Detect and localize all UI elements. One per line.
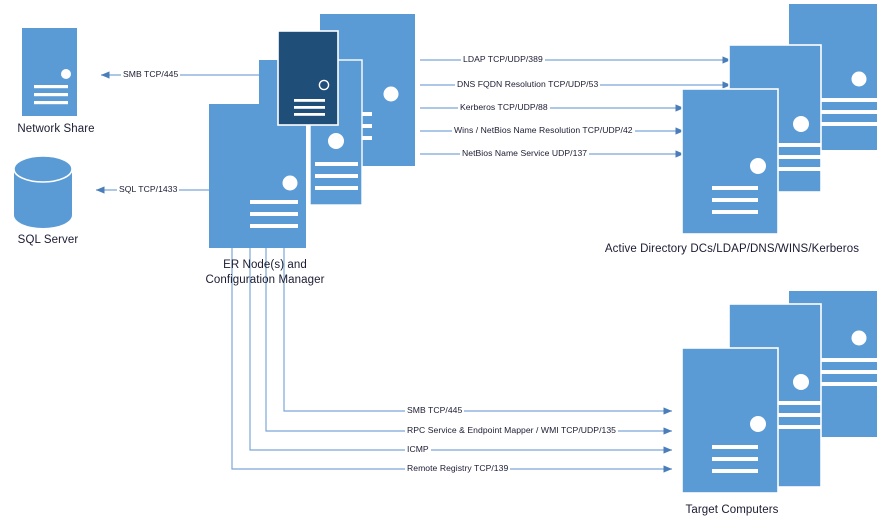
- node-label-target-computers: Target Computers: [685, 504, 779, 516]
- server-vent-bar: [712, 457, 758, 461]
- database-cylinder-top: [13, 155, 73, 183]
- link-label-wins-netbios: Wins / NetBios Name Resolution TCP/UDP/4…: [452, 125, 635, 136]
- server-vent-bar: [315, 174, 358, 178]
- node-label-network-share: Network Share: [17, 123, 95, 135]
- server-vent-bar: [778, 425, 821, 429]
- server-vent-bar: [34, 101, 68, 105]
- server-vent-bar: [712, 198, 758, 202]
- node-er-nodes[interactable]: [209, 14, 415, 248]
- server-vent-bar: [34, 85, 68, 89]
- server-vent-bar: [250, 200, 298, 204]
- server-vent-bar: [712, 186, 758, 190]
- server-vent-bar: [294, 99, 325, 102]
- link-label-smb-target: SMB TCP/445: [405, 405, 465, 416]
- server-led-icon: [328, 133, 344, 149]
- node-label-er-nodes-line1: ER Node(s) and: [223, 259, 307, 271]
- link-label-dns-fqdn: DNS FQDN Resolution TCP/UDP/53: [455, 79, 601, 90]
- server-vent-bar: [809, 122, 877, 126]
- link-label-ldap: LDAP TCP/UDP/389: [461, 54, 545, 65]
- server-led-icon: [851, 71, 867, 87]
- server-vent-bar: [250, 212, 298, 216]
- link-label-sql-1433: SQL TCP/1433: [117, 184, 180, 195]
- server-vent-bar: [809, 370, 877, 374]
- node-label-er-nodes-line2: Configuration Manager: [205, 274, 325, 286]
- node-network-share[interactable]: [22, 28, 77, 116]
- node-label-er-nodes: ER Node(s) and Configuration Manager: [205, 258, 324, 288]
- server-vent-bar: [34, 93, 68, 97]
- server-vent-bar: [809, 98, 877, 102]
- link-label-kerberos: Kerberos TCP/UDP/88: [458, 102, 550, 113]
- server-tower-dark-icon: [277, 30, 339, 126]
- server-led-outline-icon: [318, 79, 330, 91]
- server-vent-bar: [294, 113, 325, 116]
- server-led-icon: [793, 116, 809, 132]
- server-vent-bar: [712, 469, 758, 473]
- connector-rpc-wmi: [265, 248, 673, 435]
- server-vent-bar: [294, 106, 325, 109]
- server-vent-bar: [809, 382, 877, 386]
- server-led-icon: [750, 158, 766, 174]
- connector-remote-registry: [231, 248, 673, 473]
- node-label-active-directory: Active Directory DCs/LDAP/DNS/WINS/Kerbe…: [604, 243, 860, 255]
- link-label-netbios-name-service: NetBios Name Service UDP/137: [460, 148, 590, 159]
- server-vent-bar: [778, 413, 821, 417]
- server-vent-bar: [250, 224, 298, 228]
- link-label-rpc-wmi: RPC Service & Endpoint Mapper / WMI TCP/…: [405, 425, 618, 436]
- server-vent-bar: [809, 110, 877, 114]
- link-label-smb-network-share: SMB TCP/445: [121, 69, 181, 80]
- node-active-directory[interactable]: [681, 4, 877, 235]
- server-vent-bar: [778, 155, 821, 159]
- database-cylinder-icon: [14, 169, 72, 228]
- server-vent-bar: [778, 143, 821, 147]
- node-label-sql-server: SQL Server: [17, 234, 79, 246]
- node-target-computers[interactable]: [681, 291, 877, 494]
- link-label-remote-registry: Remote Registry TCP/139: [405, 463, 511, 474]
- server-vent-bar: [809, 358, 877, 362]
- node-sql-server[interactable]: [13, 155, 73, 228]
- connector-smb-target: [283, 248, 673, 415]
- server-led-icon: [383, 86, 399, 102]
- server-vent-bar: [315, 162, 358, 166]
- connector-icmp: [249, 248, 673, 454]
- server-vent-bar: [712, 445, 758, 449]
- server-vent-bar: [778, 167, 821, 171]
- server-led-icon: [793, 374, 809, 390]
- link-label-icmp: ICMP: [405, 444, 431, 455]
- server-led-icon: [61, 69, 71, 79]
- server-vent-bar: [778, 401, 821, 405]
- server-led-icon: [282, 175, 298, 191]
- server-led-icon: [851, 330, 867, 346]
- server-vent-bar: [712, 210, 758, 214]
- server-vent-bar: [315, 186, 358, 190]
- server-led-icon: [750, 416, 766, 432]
